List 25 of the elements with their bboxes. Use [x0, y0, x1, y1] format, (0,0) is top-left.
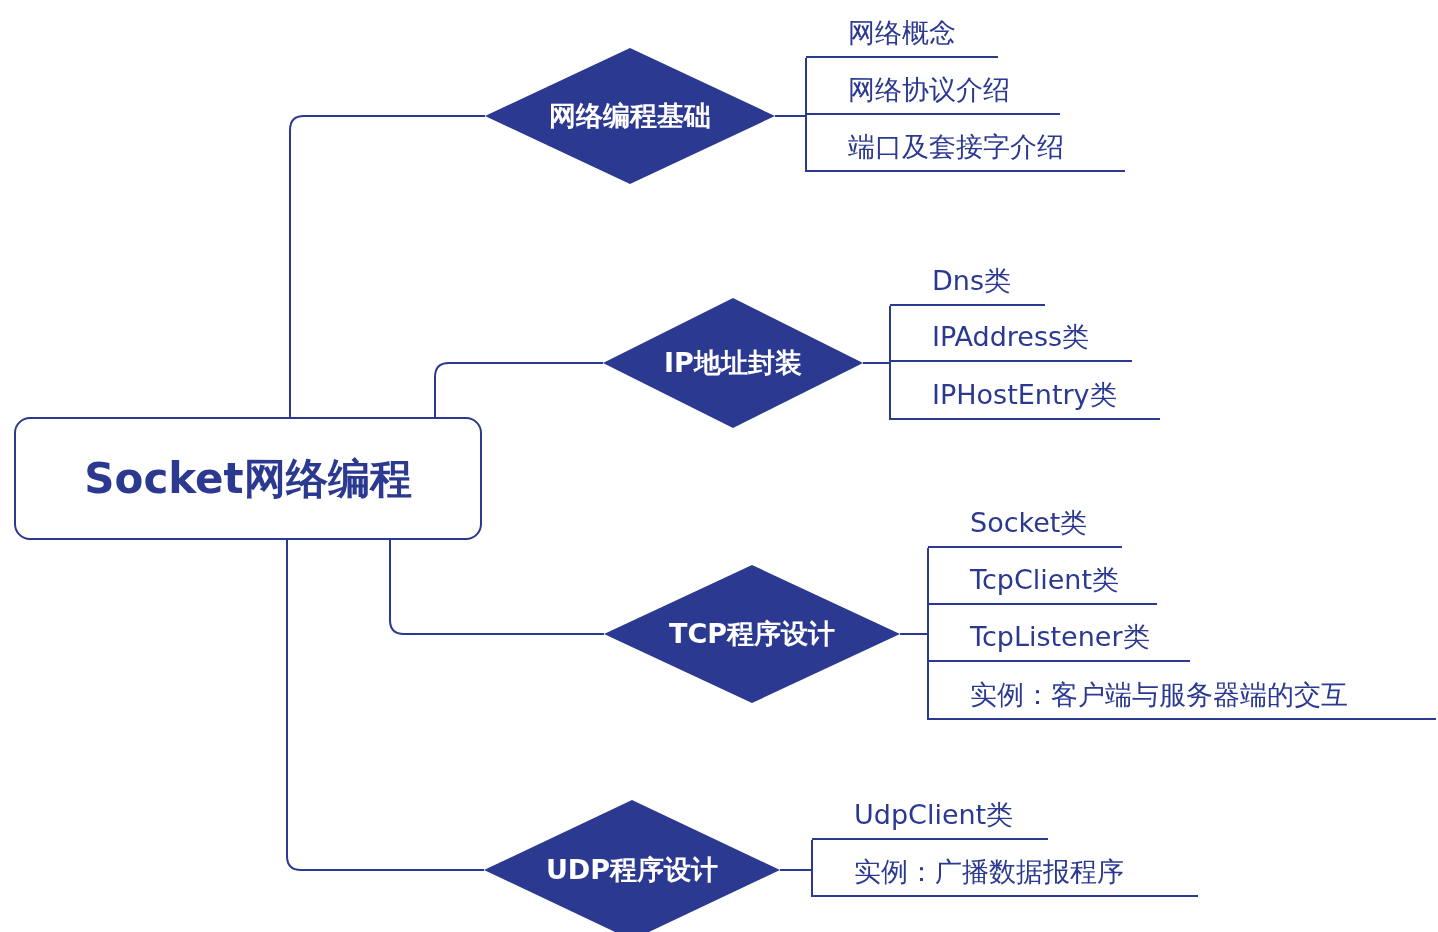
connector-line: [289, 115, 486, 418]
underlined-item: TcpListener类: [928, 616, 1190, 662]
central-topic-box: Socket网络编程: [14, 417, 482, 540]
underlined-item: 实例：客户端与服务器端的交互: [928, 674, 1436, 720]
topic-diamond: IP地址封装: [603, 298, 863, 428]
underlined-item: 网络概念: [806, 12, 998, 58]
underlined-item: Dns类: [890, 260, 1045, 306]
connector-line: [434, 362, 604, 418]
underlined-item: IPAddress类: [890, 316, 1132, 362]
underlined-item: 端口及套接字介绍: [806, 126, 1125, 172]
connector-line: [389, 539, 605, 635]
underlined-item: Socket类: [928, 502, 1122, 548]
topic-diamond: 网络编程基础: [485, 48, 775, 184]
underlined-item: 实例：广播数据报程序: [812, 851, 1198, 897]
connector-line: [779, 869, 813, 898]
connector-line: [899, 633, 929, 721]
underlined-item: IPHostEntry类: [890, 374, 1160, 420]
topic-diamond: UDP程序设计: [484, 800, 780, 932]
topic-diamond: TCP程序设计: [604, 565, 900, 703]
underlined-item: TcpClient类: [928, 559, 1157, 605]
connector-line: [862, 362, 891, 421]
underlined-item: UdpClient类: [812, 794, 1048, 840]
connector-line: [286, 539, 485, 871]
underlined-item: 网络协议介绍: [806, 69, 1060, 115]
connector-line: [774, 115, 807, 173]
